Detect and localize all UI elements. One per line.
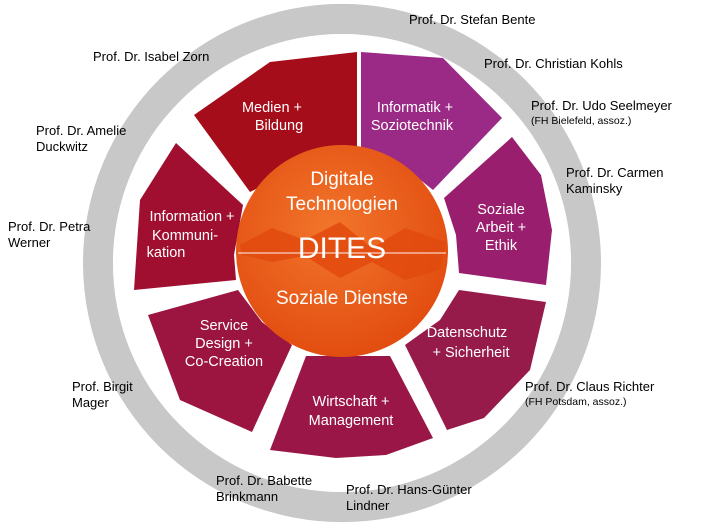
center-bottom-label: Soziale Dienste: [276, 288, 408, 309]
segment-label: Soziotechnik: [371, 118, 454, 134]
segment-label: Design +: [195, 336, 253, 352]
segment-soziale-arbeit-ethik: [444, 137, 552, 285]
segment-label: Service: [200, 318, 248, 334]
segment-label: Bildung: [255, 118, 303, 134]
person-name: Mager: [72, 395, 109, 410]
segment-label: Co-Creation: [185, 354, 263, 370]
center-top-line1: Digitale: [310, 169, 373, 190]
person-label: Prof. Dr. Petra Werner: [8, 219, 90, 251]
person-label: Prof. Dr. Carmen Kaminsky: [566, 165, 664, 197]
person-name: Brinkmann: [216, 489, 279, 504]
center-top-band: [240, 222, 446, 280]
person-name: Prof. Dr. Udo Seelmeyer: [531, 98, 672, 113]
person-name: Prof. Dr. Carmen: [566, 165, 664, 180]
center-main-title: DITES: [298, 232, 386, 265]
segment-label: Information +: [149, 209, 234, 225]
person-label: Prof. Dr. Christian Kohls: [484, 56, 623, 72]
center-top-line2: Technologien: [286, 194, 398, 215]
person-label: Prof. Dr. Isabel Zorn: [93, 49, 209, 65]
segment-service-design: [148, 290, 292, 432]
person-label: Prof. Dr. Claus Richter (FH Potsdam, ass…: [525, 379, 654, 409]
person-name: Werner: [8, 235, 51, 250]
person-label: Prof. Dr. Hans-Günter Lindner: [346, 482, 472, 514]
person-label: Prof. Dr. Udo Seelmeyer (FH Bielefeld, a…: [531, 98, 672, 128]
person-name: Prof. Dr. Babette: [216, 473, 313, 488]
person-name: Prof. Birgit: [72, 379, 133, 394]
person-name: Kaminsky: [566, 181, 623, 196]
segment-label: Ethik: [485, 238, 518, 254]
segment-label: Wirtschaft +: [313, 394, 390, 410]
person-note: (FH Bielefeld, assoz.): [531, 115, 632, 127]
person-name: Duckwitz: [36, 139, 89, 154]
segment-label: Kommuni-: [152, 228, 218, 244]
segment-label: Medien +: [242, 100, 302, 116]
person-name: Prof. Dr. Petra: [8, 219, 91, 234]
segment-wirtschaft-management: [270, 356, 433, 458]
person-label: Prof. Birgit Mager: [72, 379, 133, 411]
segment-label: Soziale: [477, 202, 525, 218]
person-name: Lindner: [346, 498, 390, 513]
segment-label: Arbeit +: [476, 220, 526, 236]
person-name: Prof. Dr. Amelie: [36, 123, 127, 138]
segment-informatik-soziotechnik: [361, 52, 502, 190]
person-name: Prof. Dr. Claus Richter: [525, 379, 655, 394]
segment-label: Informatik +: [377, 100, 453, 116]
segment-datenschutz-sicherheit: [405, 290, 546, 430]
segment-label: Management: [309, 413, 394, 429]
person-name: Prof. Dr. Isabel Zorn: [93, 49, 210, 64]
person-name: Prof. Dr. Hans-Günter: [346, 482, 472, 497]
person-label: Prof. Dr. Babette Brinkmann: [216, 473, 312, 505]
segment-label: + Sicherheit: [433, 345, 510, 361]
segment-information-kommunikation: [134, 143, 243, 290]
person-label: Prof. Dr. Amelie Duckwitz: [36, 123, 126, 155]
person-note: (FH Potsdam, assoz.): [525, 396, 627, 408]
person-name: Prof. Dr. Stefan Bente: [409, 12, 536, 27]
person-name: Prof. Dr. Christian Kohls: [484, 56, 623, 71]
segment-label: Datenschutz: [427, 325, 508, 341]
person-label: Prof. Dr. Stefan Bente: [409, 12, 535, 28]
segment-label: kation: [147, 245, 186, 261]
